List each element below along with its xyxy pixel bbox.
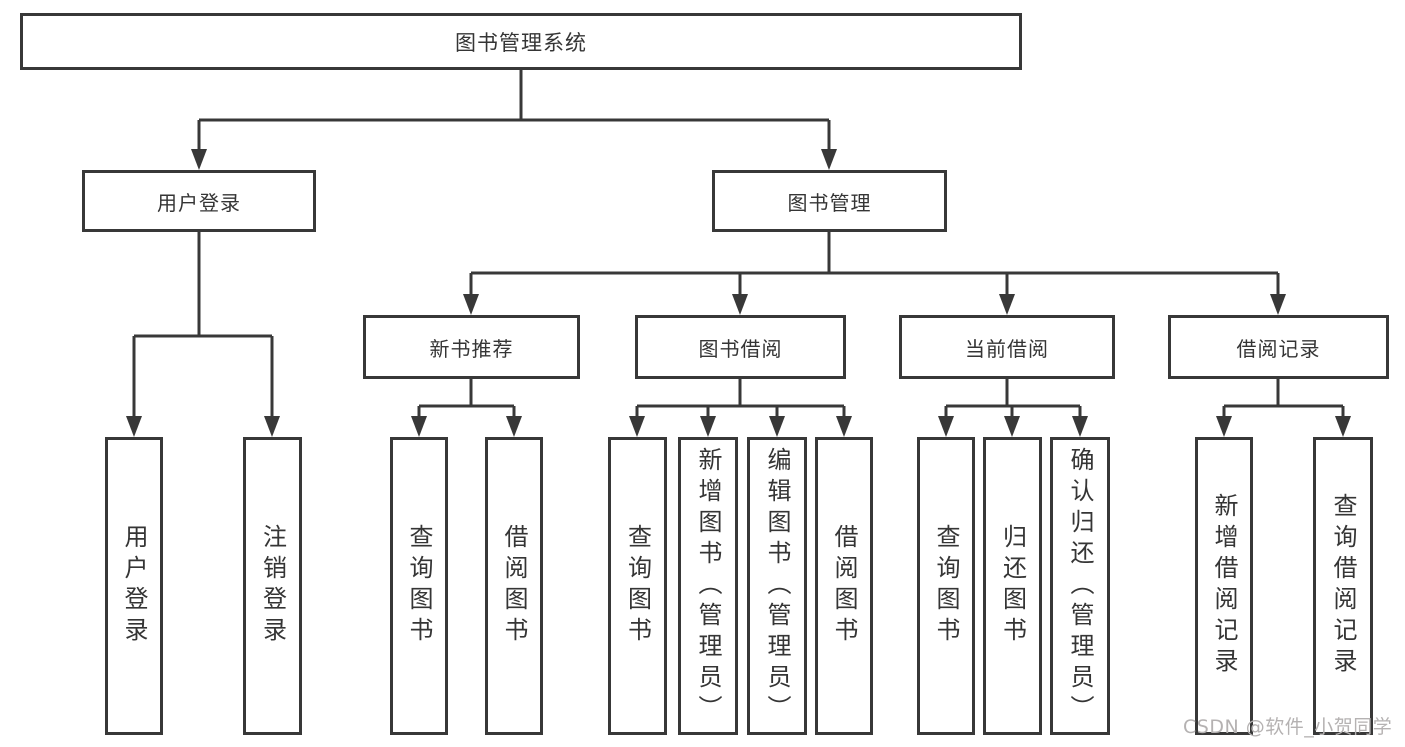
leaf-borrow-query-books-label: 查询图书	[623, 524, 652, 648]
connector-current-to-leaves	[944, 379, 1082, 417]
leaf-current-return-books-label: 归还图书	[998, 524, 1027, 648]
leaf-records-query-record-label: 查询借阅记录	[1329, 493, 1357, 679]
leaf-records-add-record-label: 新增借阅记录	[1210, 493, 1238, 679]
leaf-borrow-edit-books-admin-label: 编辑图书（管理员）	[763, 446, 791, 726]
leaf-borrow-borrow-books-label: 借阅图书	[830, 524, 858, 648]
leaf-borrow-edit-books-admin: 编辑图书（管理员）	[747, 437, 807, 735]
leaf-newbook-borrow-books: 借阅图书	[485, 437, 543, 735]
leaf-current-confirm-return-admin: 确认归还（管理员）	[1050, 437, 1110, 735]
leaf-user-login-label: 用户登录	[120, 524, 148, 648]
leaf-logout-label: 注销登录	[258, 524, 287, 648]
leaf-newbook-query-books: 查询图书	[390, 437, 448, 735]
leaf-current-confirm-return-admin-label: 确认归还（管理员）	[1066, 446, 1094, 726]
connector-userlogin-to-leaves	[132, 232, 274, 417]
node-borrow-records: 借阅记录	[1168, 315, 1389, 379]
leaf-current-query-books: 查询图书	[917, 437, 975, 735]
node-current-borrowing: 当前借阅	[899, 315, 1115, 379]
connector-newbook-to-leaves	[417, 379, 516, 417]
leaf-current-return-books: 归还图书	[983, 437, 1042, 735]
node-book-management: 图书管理	[712, 170, 947, 232]
connector-records-to-leaves	[1222, 379, 1345, 417]
node-book-borrowing: 图书借阅	[635, 315, 846, 379]
node-library-system: 图书管理系统	[20, 13, 1022, 70]
csdn-watermark: CSDN @软件_小贺同学	[1183, 716, 1393, 738]
leaf-newbook-query-books-label: 查询图书	[405, 524, 433, 648]
leaf-newbook-borrow-books-label: 借阅图书	[500, 524, 528, 648]
arrowheads	[126, 149, 1351, 437]
connector-borrow-to-leaves	[635, 379, 846, 417]
connector-root-to-level2	[197, 70, 831, 150]
leaf-borrow-borrow-books: 借阅图书	[815, 437, 873, 735]
leaf-user-login: 用户登录	[105, 437, 163, 735]
node-user-login: 用户登录	[82, 170, 316, 232]
node-new-book-recommend: 新书推荐	[363, 315, 580, 379]
leaf-borrow-query-books: 查询图书	[608, 437, 667, 735]
leaf-logout: 注销登录	[243, 437, 302, 735]
leaf-borrow-add-books-admin: 新增图书（管理员）	[678, 437, 738, 735]
leaf-records-add-record: 新增借阅记录	[1195, 437, 1253, 735]
connector-bookmgmt-to-level3	[469, 232, 1280, 295]
leaf-records-query-record: 查询借阅记录	[1313, 437, 1373, 735]
leaf-current-query-books-label: 查询图书	[932, 524, 960, 648]
leaf-borrow-add-books-admin-label: 新增图书（管理员）	[694, 446, 722, 726]
